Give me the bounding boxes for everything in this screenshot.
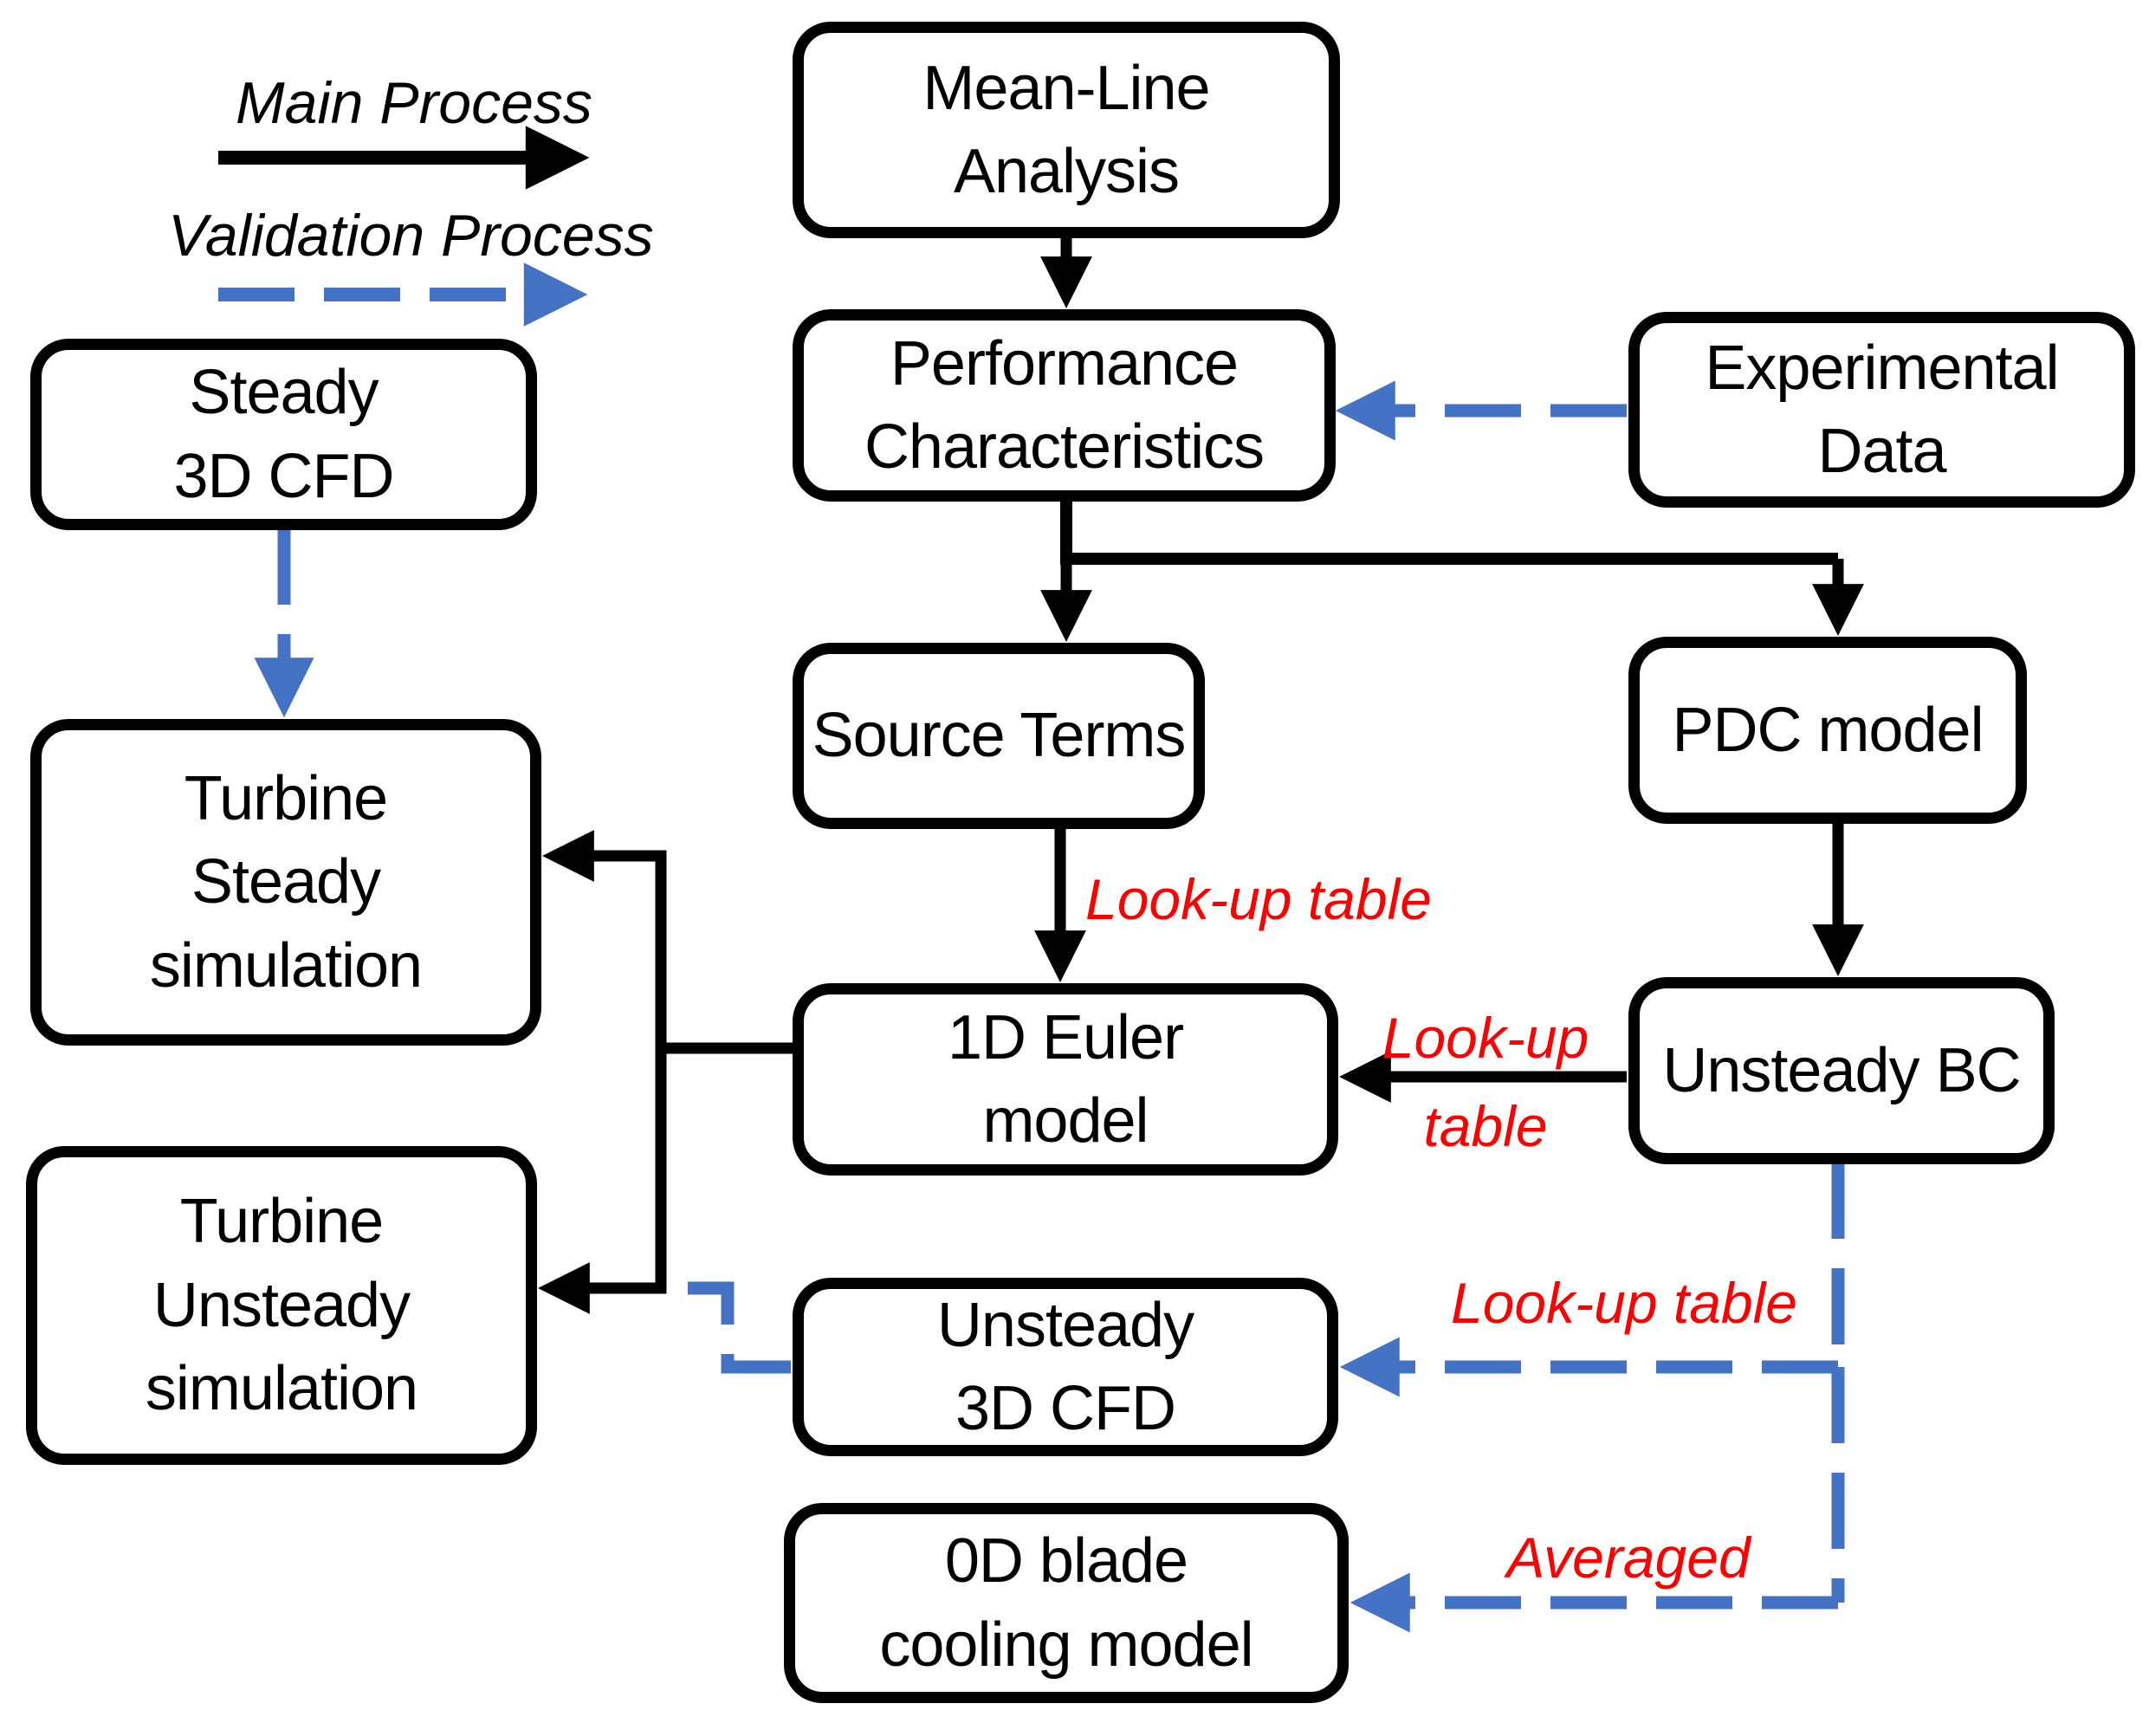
node-label-line: simulation: [149, 930, 423, 1001]
node-label-line: PDC model: [1672, 695, 1984, 765]
node-label-line: Experimental: [1705, 333, 2059, 403]
edge-label-line: table: [1423, 1094, 1548, 1159]
node-label-line: Characteristics: [864, 412, 1265, 482]
node-label-line: Source Terms: [812, 701, 1187, 771]
node-label-line: Steady: [191, 847, 381, 917]
node-label-line: Turbine: [184, 763, 388, 833]
node-label-line: Analysis: [953, 137, 1180, 206]
node-label-line: Unsteady BC: [1662, 1035, 2021, 1105]
node-label-line: Turbine: [179, 1187, 384, 1257]
node-turbine-unsteady-simulation: Turbine Unsteady simulation: [26, 1146, 537, 1465]
node-label-line: Steady: [189, 358, 379, 428]
node-label-line: Unsteady: [152, 1270, 411, 1340]
edge-label-line: Look-up: [1382, 1006, 1589, 1070]
node-unsteady-3d-cfd: Unsteady 3D CFD: [793, 1278, 1338, 1456]
edge-label-lookup-table-source: Look-up table: [1085, 867, 1432, 931]
node-experimental-data: Experimental Data: [1628, 312, 2135, 508]
node-label-line: Unsteady: [936, 1290, 1194, 1360]
node-label-line: cooling model: [879, 1610, 1253, 1680]
edge-label-averaged: Averaged: [1506, 1525, 1751, 1590]
node-mean-line-analysis: Mean-Line Analysis: [793, 22, 1340, 238]
node-turbine-steady-simulation: Turbine Steady simulation: [30, 719, 541, 1046]
node-0d-blade-cooling-model: 0D blade cooling model: [784, 1503, 1349, 1703]
legend-validation-process-label: Validation Process: [168, 203, 654, 269]
node-unsteady-bc: Unsteady BC: [1628, 977, 2055, 1164]
node-label-line: 3D CFD: [955, 1374, 1176, 1443]
edge-label-lookup-table-bc-cfd: Look-up table: [1451, 1271, 1797, 1335]
arrow-euler-to-turbine-steady: [542, 830, 667, 1053]
node-label-line: 1D Euler: [947, 1002, 1184, 1072]
node-label-line: model: [982, 1086, 1149, 1156]
node-performance-characteristics: Performance Characteristics: [793, 309, 1336, 502]
node-label-line: Performance: [890, 328, 1239, 398]
node-label-line: Mean-Line: [922, 53, 1210, 123]
node-pdc-model: PDC model: [1628, 637, 2027, 824]
arrow-euler-to-turbine-unsteady: [538, 1043, 667, 1314]
node-1d-euler-model: 1D Euler model: [793, 983, 1338, 1176]
edge-label-lookup-table-bc-euler: Look-up table: [1369, 994, 1602, 1171]
node-steady-3d-cfd: Steady 3D CFD: [30, 339, 537, 530]
legend-main-process-label: Main Process: [236, 70, 592, 136]
node-label-line: 0D blade: [944, 1526, 1188, 1597]
node-label-line: 3D CFD: [173, 441, 394, 511]
node-label-line: Data: [1817, 417, 1946, 486]
line-performance-branch: [1060, 501, 1838, 565]
line-unsteady3dcfd-to-turbine-unsteady: [669, 1281, 791, 1374]
node-label-line: simulation: [145, 1354, 418, 1424]
node-source-terms: Source Terms: [793, 643, 1205, 829]
